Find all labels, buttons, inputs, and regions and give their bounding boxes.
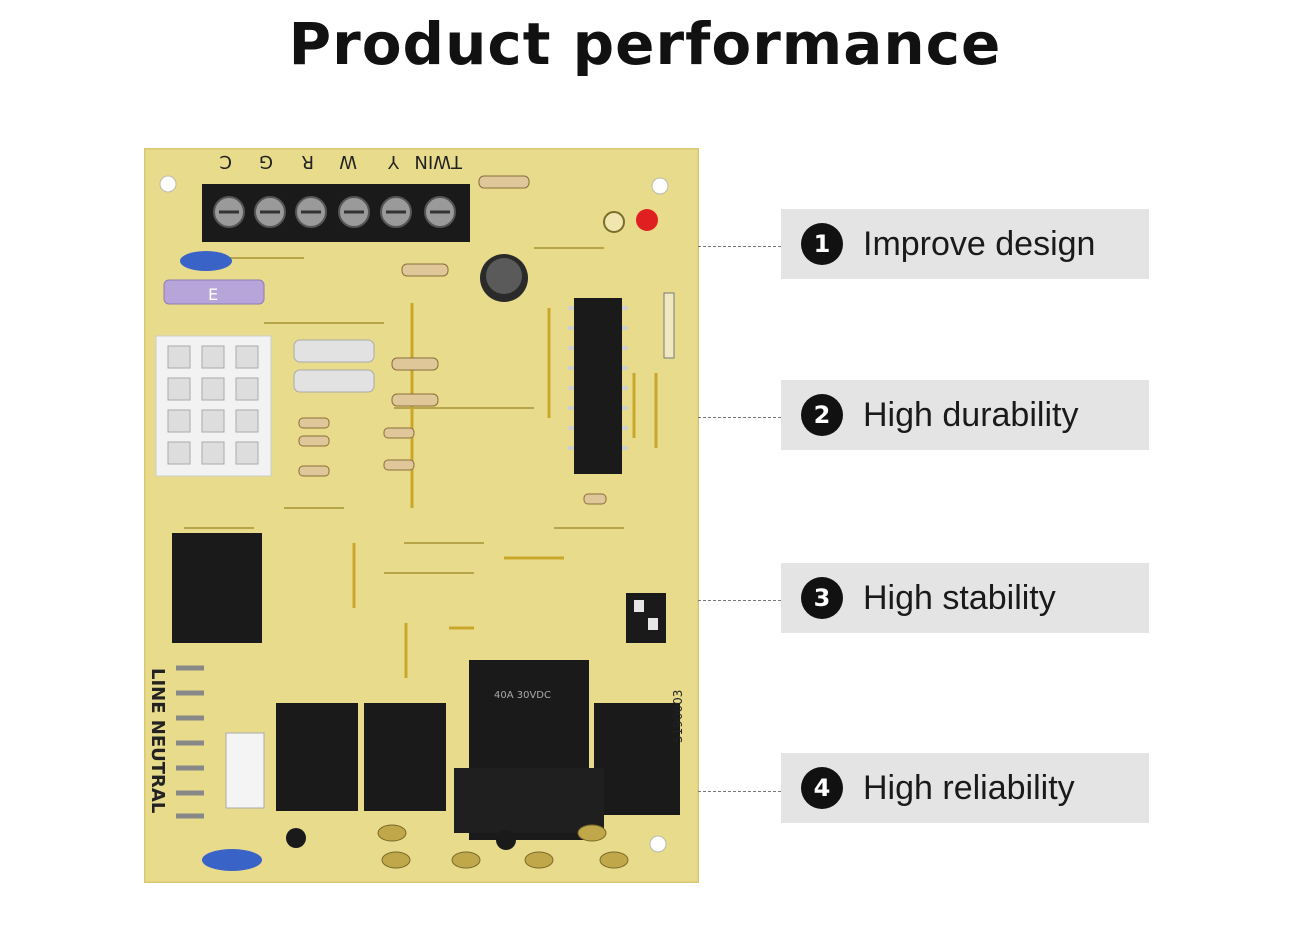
feature-callout-2: 2 High durability: [781, 380, 1149, 450]
feature-label: High durability: [863, 395, 1079, 434]
terminal-label: G: [259, 151, 273, 172]
feature-number-badge: 1: [801, 223, 843, 265]
part-number-label: 5190003: [671, 690, 685, 743]
terminal-label: C: [219, 151, 232, 172]
feature-label: High stability: [863, 578, 1056, 617]
terminal-label: W: [339, 151, 357, 172]
relay-rating-label: 40A 30VDC: [494, 690, 551, 701]
fuse-label: E: [208, 285, 218, 304]
feature-number-badge: 2: [801, 394, 843, 436]
leader-line: [698, 600, 781, 601]
feature-callout-4: 4 High reliability: [781, 753, 1149, 823]
feature-callout-3: 3 High stability: [781, 563, 1149, 633]
circuit-board-image: C G R W Y TWIN E LINE NEUTRAL 5190003 40…: [144, 148, 699, 883]
line-neutral-label: LINE NEUTRAL: [147, 668, 168, 813]
terminal-label: TWIN: [414, 151, 463, 172]
leader-line: [698, 246, 781, 247]
terminal-label: R: [301, 151, 314, 172]
feature-number-badge: 3: [801, 577, 843, 619]
leader-line: [698, 417, 781, 418]
terminal-label: Y: [387, 151, 400, 172]
leader-line: [698, 791, 781, 792]
feature-label: High reliability: [863, 768, 1075, 807]
feature-callout-1: 1 Improve design: [781, 209, 1149, 279]
feature-number-badge: 4: [801, 767, 843, 809]
feature-label: Improve design: [863, 224, 1096, 263]
page-title: Product performance: [288, 10, 1002, 78]
